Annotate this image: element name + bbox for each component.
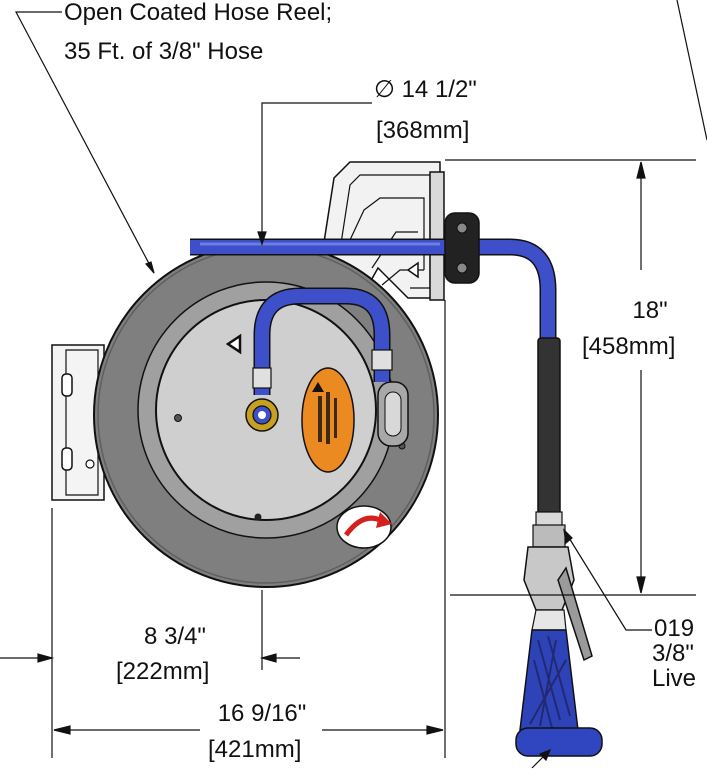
caution-label (301, 367, 355, 473)
rotation-arrow-icon (336, 505, 392, 549)
part-callout-line3: Live (652, 665, 697, 692)
width-inches: 16 9/16" (217, 700, 307, 727)
height-mm: [458mm] (582, 333, 676, 360)
diameter-mm: [368mm] (376, 117, 470, 144)
part-callout-line2: 3/8" (652, 640, 694, 667)
hose-stop (444, 212, 480, 284)
diameter-inches: 14 1/2" (401, 76, 477, 103)
inner-hose (245, 287, 393, 432)
hose-guide (377, 381, 409, 447)
mounting-bracket-left (51, 344, 105, 501)
width-mm: [421mm] (208, 736, 302, 763)
offset-inches: 8 3/4" (144, 623, 206, 650)
offset-mm: [222mm] (116, 658, 210, 685)
leader-line-top-right (676, 0, 707, 141)
part-callout-line1: 019 (654, 615, 695, 642)
diameter-dimension: ∅ 14 1/2" (374, 76, 477, 103)
outer-hose (190, 238, 557, 345)
dimension-lines (0, 11, 696, 769)
reel-callout-line1: Open Coated Hose Reel; (64, 0, 333, 26)
diameter-symbol: ∅ (374, 76, 395, 103)
spray-valve (515, 546, 603, 757)
reel-callout-line2: 35 Ft. of 3/8" Hose (64, 38, 264, 65)
hose-sleeve (532, 337, 566, 548)
height-inches: 18" (632, 297, 668, 324)
